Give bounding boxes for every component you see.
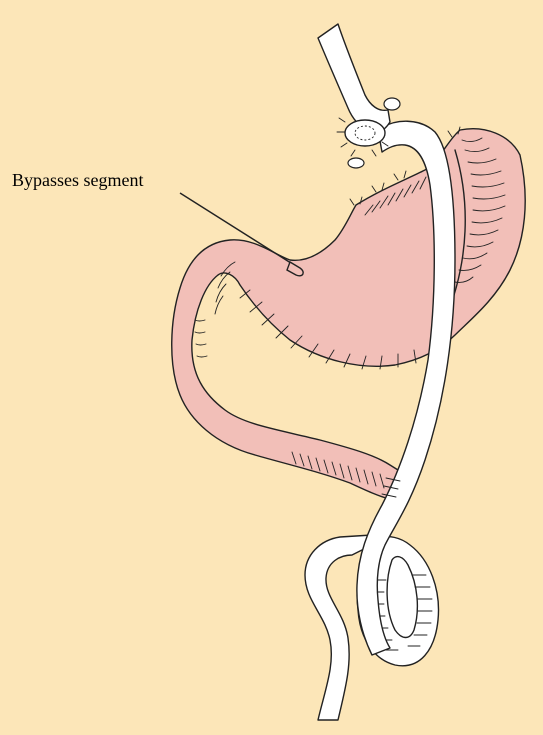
bypasses-segment-label: Bypasses segment xyxy=(12,171,143,189)
stomach-and-duodenum xyxy=(172,129,525,500)
bypassed-stomach xyxy=(172,129,525,500)
esophagus xyxy=(318,24,390,133)
